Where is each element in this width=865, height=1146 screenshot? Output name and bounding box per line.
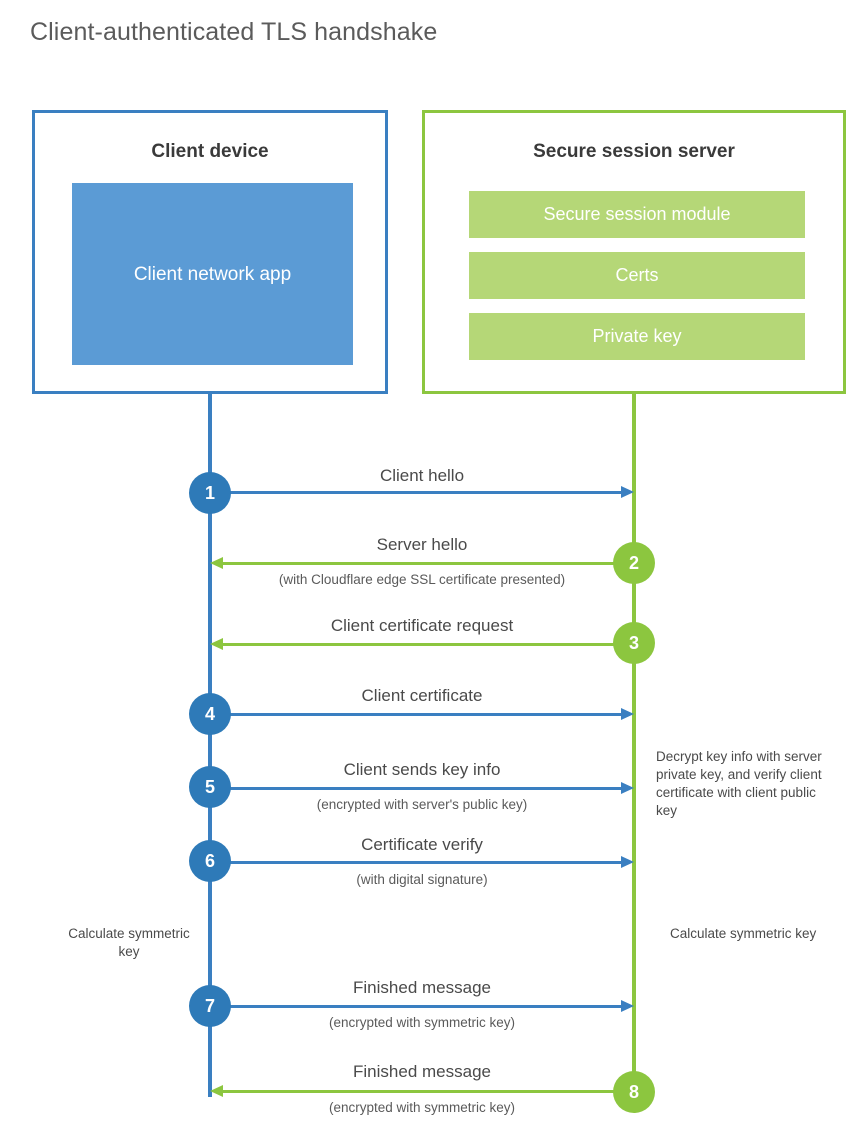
page-title: Client-authenticated TLS handshake	[30, 18, 438, 46]
step-6-circle[interactable]: 6	[189, 840, 231, 882]
step-2-label: Server hello	[376, 535, 468, 554]
step-6-sublabel: (with digital signature)	[356, 872, 488, 887]
server-decrypt-note: Decrypt key info with server private key…	[656, 749, 822, 818]
step-3-circle[interactable]: 3	[613, 622, 655, 664]
step-7-circle[interactable]: 7	[189, 985, 231, 1027]
client-device-title: Client device	[151, 141, 269, 162]
step-5-sublabel: (encrypted with server's public key)	[316, 797, 528, 812]
server-component-private-key: Private key	[469, 313, 805, 360]
client-network-app-block: Client network app	[72, 183, 353, 365]
step-7-label: Finished message	[353, 978, 491, 997]
step-8-circle[interactable]: 8	[613, 1071, 655, 1113]
step-4-label: Client certificate	[361, 686, 483, 705]
client-lifeline	[208, 393, 212, 1097]
step-8-sublabel: (encrypted with symmetric key)	[328, 1100, 516, 1115]
server-lifeline	[632, 393, 636, 1093]
server-component-secure-session-module: Secure session module	[469, 191, 805, 238]
step-4-circle[interactable]: 4	[189, 693, 231, 735]
step-5-label: Client sends key info	[343, 760, 501, 779]
server-component-certs: Certs	[469, 252, 805, 299]
secure-session-server-title: Secure session server	[533, 141, 735, 162]
client-device-box: Client device Client network app	[32, 110, 388, 394]
secure-session-server-box: Secure session server Secure session mod…	[422, 110, 846, 394]
step-6-label: Certificate verify	[361, 835, 483, 854]
step-1-circle[interactable]: 1	[189, 472, 231, 514]
server-calculate-symmetric-key-note: Calculate symmetric key	[670, 926, 817, 941]
step-2-circle[interactable]: 2	[613, 542, 655, 584]
step-1-label: Client hello	[379, 466, 465, 485]
step-3-label: Client certificate request	[330, 616, 514, 635]
step-7-sublabel: (encrypted with symmetric key)	[328, 1015, 516, 1030]
step-8-label: Finished message	[353, 1062, 491, 1081]
step-2-sublabel: (with Cloudflare edge SSL certificate pr…	[278, 572, 566, 587]
step-5-circle[interactable]: 5	[189, 766, 231, 808]
server-components-list: Secure session module Certs Private key	[469, 191, 805, 360]
client-calculate-symmetric-key-note: Calculate symmetric key	[68, 926, 190, 959]
